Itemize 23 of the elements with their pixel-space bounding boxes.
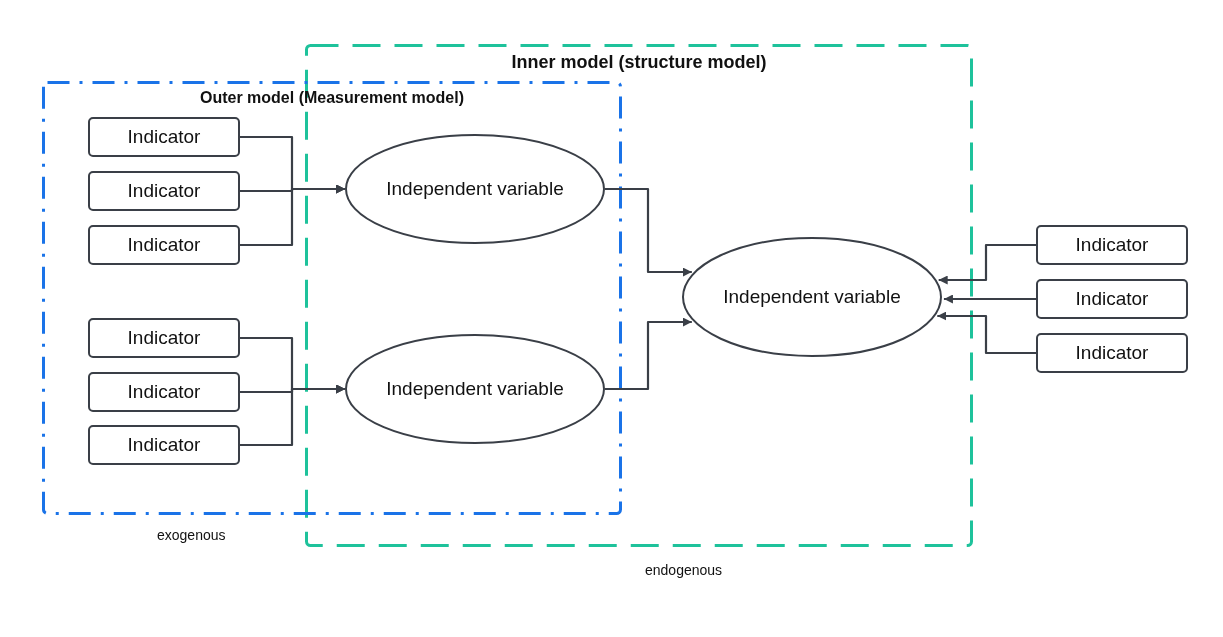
group-caption: endogenous (645, 562, 723, 578)
indicator-label: Indicator (127, 180, 201, 202)
arrow (605, 317, 692, 391)
variable-label: Independent variable (723, 286, 901, 308)
indicator-label: Indicator (127, 126, 201, 148)
arrow (240, 384, 345, 447)
variable-label: Independent variable (386, 178, 564, 200)
indicator-label: Indicator (127, 381, 201, 403)
variable-label: Independent variable (386, 378, 564, 400)
group-title: Outer model (Measurement model) (198, 89, 465, 107)
arrow (240, 184, 345, 247)
arrow (605, 187, 692, 277)
indicator-label: Indicator (1075, 288, 1149, 310)
indicator-label: Indicator (127, 234, 201, 256)
group-caption: exogenous (157, 527, 226, 543)
indicator-label: Indicator (127, 327, 201, 349)
indicator-label: Indicator (1075, 342, 1149, 364)
arrow (943, 294, 1036, 304)
arrow (937, 311, 1036, 355)
arrow (938, 243, 1036, 285)
indicator-label: Indicator (1075, 234, 1149, 256)
group-title: Inner model (structure model) (510, 52, 768, 73)
indicator-label: Indicator (127, 434, 201, 456)
